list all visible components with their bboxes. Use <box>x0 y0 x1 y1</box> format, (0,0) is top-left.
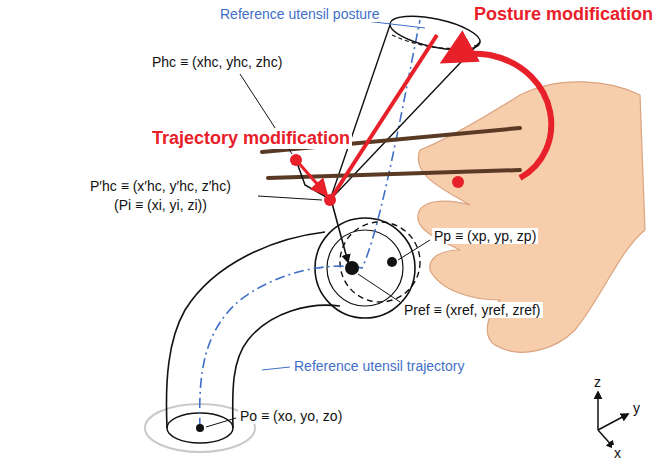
posture-arrow <box>446 54 551 178</box>
shift-arrow <box>332 203 348 262</box>
annotation-title: Posture modification <box>472 4 655 25</box>
point-label: Phc ≡ (xhc, yhc, zhc) <box>150 54 284 70</box>
point-label: Pp ≡ (xp, yp, zp) <box>432 228 538 244</box>
reference-circle <box>315 218 415 318</box>
axis-label: y <box>631 400 642 416</box>
axis-label: z <box>592 374 603 390</box>
trajectory-arrow <box>296 160 326 194</box>
modified-utensil <box>330 35 437 200</box>
point-label: Pref ≡ (xref, yref, zref) <box>402 302 543 318</box>
annotation-label: Reference utensil trajectory <box>292 358 466 374</box>
trajectory-tube <box>166 232 340 428</box>
annotation-label: Reference utensil posture <box>218 6 382 22</box>
point-label: Po ≡ (xo, yo, zo) <box>238 408 344 424</box>
annotation-title: Trajectory modification <box>150 128 352 149</box>
point-label: P′hc ≡ (x′hc, y′hc, z′hc) <box>88 178 233 194</box>
modified-circle <box>340 222 420 302</box>
modification-triangle <box>296 160 328 198</box>
inner-circle <box>327 230 403 306</box>
axis-label: x <box>612 445 623 461</box>
axes <box>598 392 628 448</box>
points <box>196 154 464 432</box>
point-label: (Pi ≡ (xi, yi, zi)) <box>112 197 209 213</box>
